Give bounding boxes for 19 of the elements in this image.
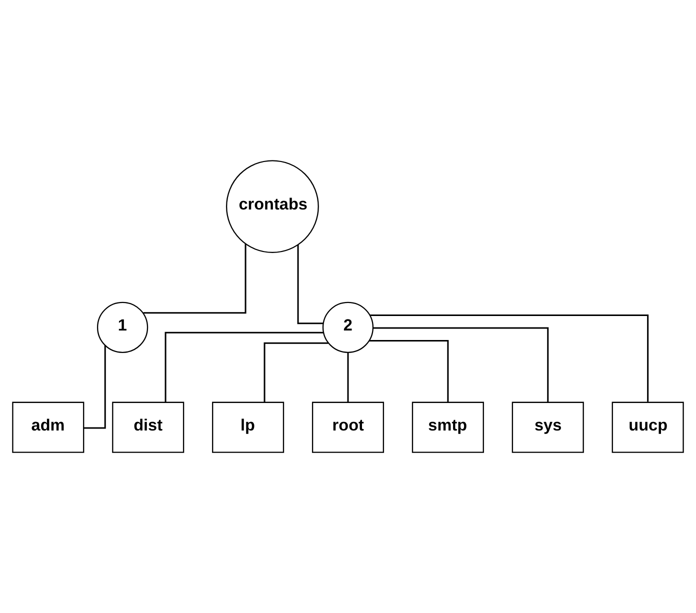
connector xyxy=(347,352,349,402)
node-box: dist xyxy=(112,402,184,453)
node-box: sys xyxy=(512,402,584,453)
connector xyxy=(370,314,649,402)
node-circle: crontabs xyxy=(226,160,319,254)
connector xyxy=(264,342,328,402)
connector xyxy=(369,340,449,402)
connector xyxy=(143,244,246,314)
node-box: smtp xyxy=(412,402,484,453)
connector xyxy=(297,244,324,324)
connector xyxy=(164,332,324,402)
connector xyxy=(84,345,106,429)
node-circle: 1 xyxy=(96,302,148,353)
node-box: adm xyxy=(12,402,84,453)
node-circle: 2 xyxy=(322,302,374,353)
node-box: lp xyxy=(212,402,284,453)
connector xyxy=(373,327,549,402)
node-box: uucp xyxy=(612,402,684,453)
node-box: root xyxy=(312,402,384,453)
